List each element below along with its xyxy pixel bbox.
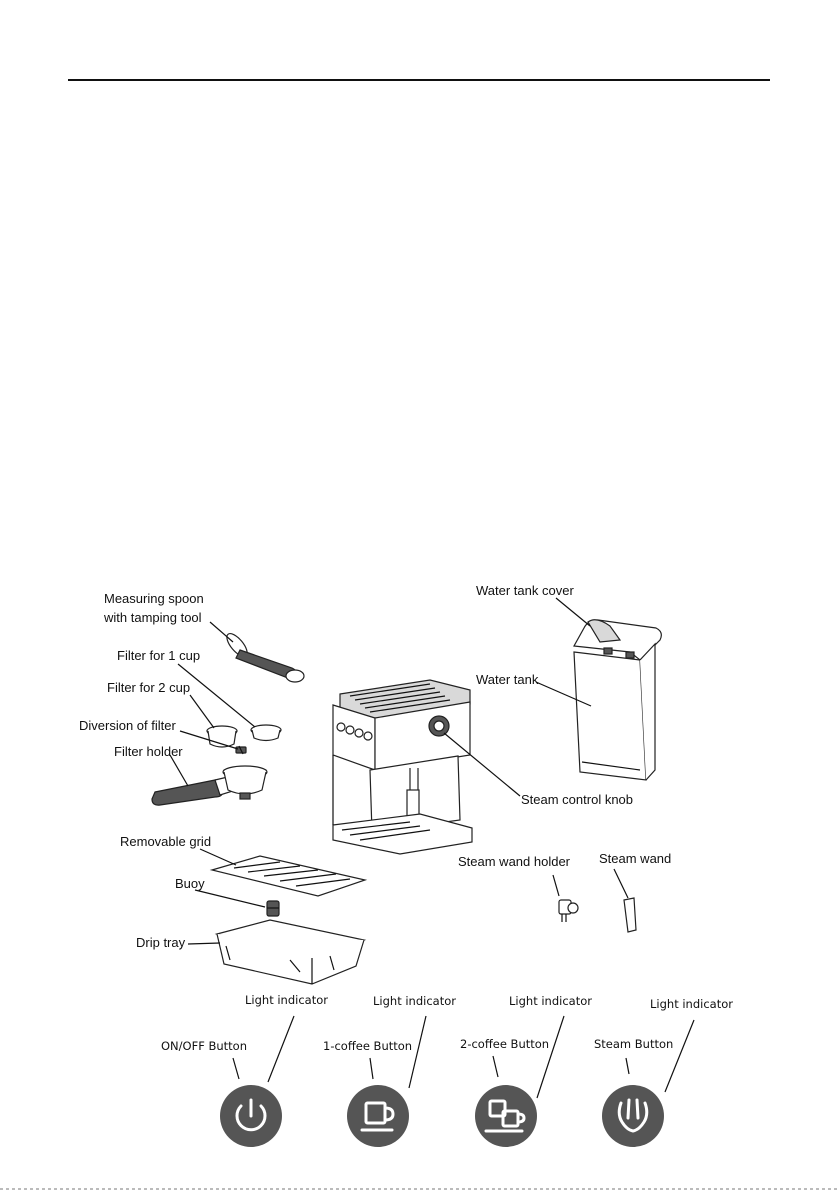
- label-filter-1-cup: Filter for 1 cup: [117, 648, 200, 663]
- label-water-tank-cover: Water tank cover: [476, 583, 574, 598]
- label-water-tank: Water tank: [476, 672, 539, 687]
- onoff-button[interactable]: [220, 1085, 282, 1147]
- label-removable-grid: Removable grid: [120, 834, 211, 849]
- buoy-drawing: [266, 900, 280, 917]
- label-filter-2-cup: Filter for 2 cup: [107, 680, 190, 695]
- steam-icon: [617, 1098, 649, 1133]
- leader-2-coffee-button: [492, 1055, 499, 1078]
- label-indicator-2-coffee: Light indicator: [509, 994, 592, 1008]
- one-coffee-button[interactable]: [347, 1085, 409, 1147]
- espresso-machine-drawing: [332, 679, 473, 855]
- measuring-spoon-drawing: [226, 633, 305, 683]
- removable-grid-drawing: [209, 855, 368, 897]
- power-icon: [235, 1098, 267, 1132]
- label-measuring-spoon-line1: Measuring spoon: [104, 591, 204, 606]
- label-2-coffee-button: 2-coffee Button: [460, 1037, 549, 1051]
- label-steam-wand-holder: Steam wand holder: [458, 854, 571, 869]
- label-indicator-steam: Light indicator: [650, 997, 733, 1011]
- leader-1-coffee-button: [369, 1057, 374, 1080]
- single-cup-icon: [360, 1101, 395, 1132]
- label-filter-holder: Filter holder: [114, 744, 183, 759]
- leader-steam-button: [625, 1057, 630, 1075]
- steam-button[interactable]: [602, 1085, 664, 1147]
- drip-tray-drawing: [214, 919, 367, 985]
- label-measuring-spoon-line2: with tamping tool: [103, 610, 202, 625]
- steam-wand-holder-drawing: [558, 899, 579, 922]
- water-tank-drawing: [573, 619, 662, 781]
- leader-onoff-indicator: [267, 1015, 295, 1083]
- label-steam-button: Steam Button: [594, 1037, 673, 1051]
- steam-wand-drawing: [623, 897, 637, 933]
- label-drip-tray: Drip tray: [136, 935, 186, 950]
- leader-onoff-button: [232, 1057, 240, 1080]
- label-indicator-1-coffee: Light indicator: [373, 994, 456, 1008]
- label-indicator-onoff: Light indicator: [245, 993, 328, 1007]
- filter-holder-drawing: [151, 765, 268, 806]
- diversion-filter-drawing: [235, 745, 247, 755]
- label-diversion-of-filter: Diversion of filter: [79, 718, 176, 733]
- filter-1-cup-drawing: [250, 724, 282, 742]
- label-onoff-button: ON/OFF Button: [161, 1039, 247, 1053]
- label-1-coffee-button: 1-coffee Button: [323, 1039, 412, 1053]
- leader-2-coffee-indicator: [536, 1015, 565, 1099]
- label-steam-control-knob: Steam control knob: [521, 792, 633, 807]
- leader-steam-indicator: [664, 1019, 695, 1093]
- leader-lines: [169, 597, 629, 945]
- filter-2-cup-drawing: [206, 725, 238, 748]
- label-steam-wand: Steam wand: [599, 851, 671, 866]
- leader-1-coffee-indicator: [408, 1015, 427, 1089]
- label-buoy: Buoy: [175, 876, 205, 891]
- double-cup-icon: [484, 1099, 526, 1133]
- two-coffee-button[interactable]: [475, 1085, 537, 1147]
